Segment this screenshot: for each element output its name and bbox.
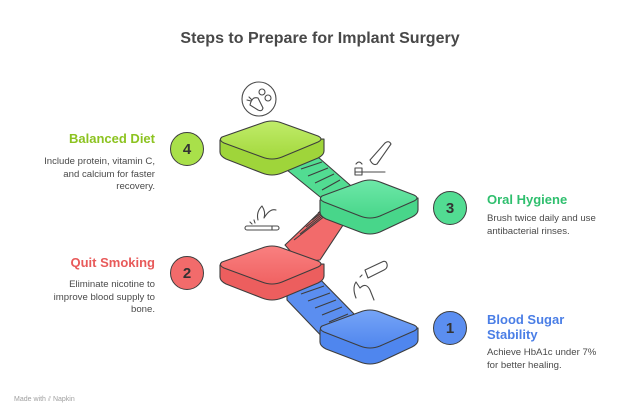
footer-label: Made with xyxy=(14,396,46,403)
platform-step-3 xyxy=(319,179,419,235)
vegetables-icon xyxy=(241,81,277,117)
step-1-title: Blood Sugar Stability xyxy=(487,312,565,342)
step-2-description: Eliminate nicotine to improve blood supp… xyxy=(53,279,155,315)
step-3-description: Brush twice daily and use antibacterial … xyxy=(487,213,596,237)
step-4-badge: 4 xyxy=(170,132,204,166)
platform-step-4 xyxy=(219,120,325,176)
cigarette-icon xyxy=(244,205,280,231)
step-2-badge: 2 xyxy=(170,256,204,290)
step-4-title: Balanced Diet xyxy=(69,131,155,146)
step-2-number: 2 xyxy=(182,264,192,282)
step-3-title: Oral Hygiene xyxy=(487,192,568,207)
step-1-description: Achieve HbA1c under 7% for better healin… xyxy=(487,347,597,371)
glucose-meter-icon xyxy=(353,260,388,301)
diagram-title: Steps to Prepare for Implant Surgery xyxy=(180,30,460,47)
step-2-title: Quit Smoking xyxy=(70,255,156,270)
footer-brand: Napkin xyxy=(52,396,75,403)
step-4-number: 4 xyxy=(182,140,192,158)
platform-step-2 xyxy=(219,245,325,301)
step-1-badge: 1 xyxy=(433,311,467,345)
step-4-description: Include protein, vitamin C, and calcium … xyxy=(44,156,155,192)
step-1-number: 1 xyxy=(445,319,455,337)
toothbrush-icon xyxy=(354,141,392,176)
platform-step-1 xyxy=(319,309,419,365)
napkin-logo-icon: ⫽ xyxy=(47,396,51,403)
footer-credit: Made with ⫽ Napkin xyxy=(14,396,75,404)
step-3-badge: 3 xyxy=(433,191,467,225)
step-3-number: 3 xyxy=(445,199,455,217)
